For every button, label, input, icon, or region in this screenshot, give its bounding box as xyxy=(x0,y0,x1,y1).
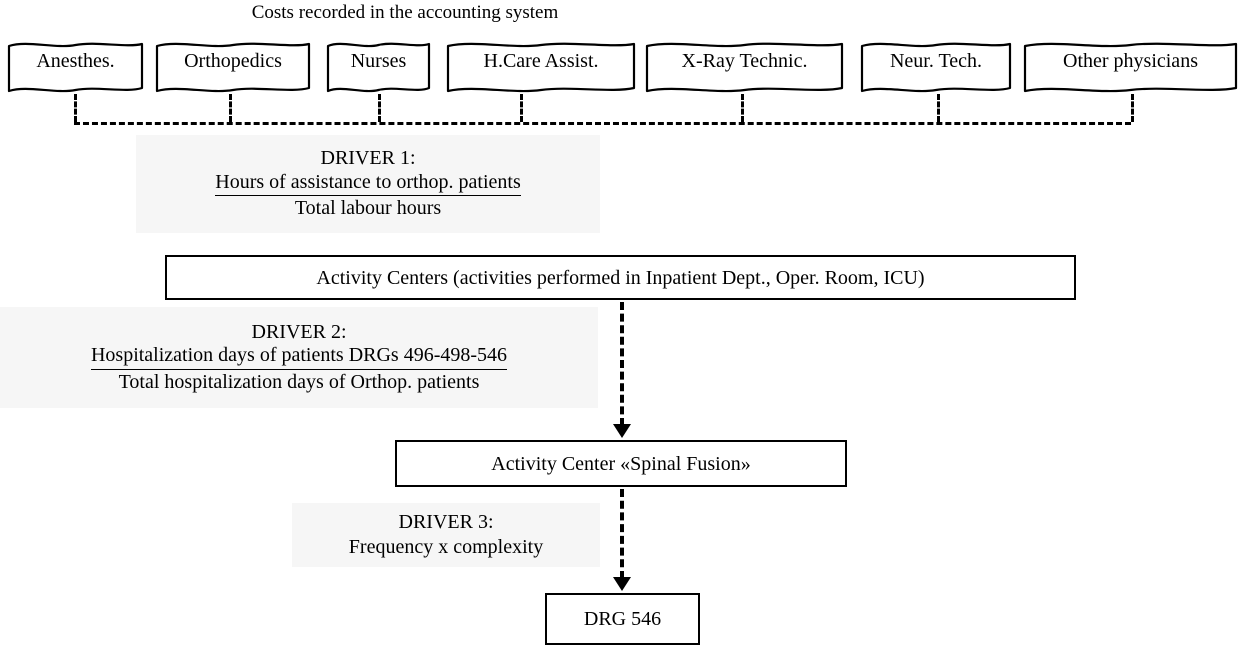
dashed-drop-line-3 xyxy=(378,94,381,122)
cost-box-label: Orthopedics xyxy=(184,50,282,72)
cost-box-orthopedics: Orthopedics xyxy=(155,38,311,94)
arrow-spinal-fusion-to-drg-head xyxy=(613,577,631,591)
cost-box-hcare-assist: H.Care Assist. xyxy=(446,38,636,94)
process-box-drg-546: DRG 546 xyxy=(545,593,700,645)
driver-3-denominator: Frequency x complexity xyxy=(348,535,544,558)
cost-box-label: H.Care Assist. xyxy=(483,50,599,72)
cost-box-label: Neur. Tech. xyxy=(889,50,983,72)
cost-box-other-physicians: Other physicians xyxy=(1023,38,1238,94)
dashed-drop-line-4 xyxy=(520,94,523,122)
driver-1-numerator: Hours of assistance to orthop. patients xyxy=(215,171,521,197)
dashed-drop-line-7 xyxy=(1131,94,1134,122)
arrow-activity-centers-to-spinal-fusion-shaft xyxy=(620,302,624,426)
cost-box-label: Other physicians xyxy=(1063,50,1198,72)
cost-box-x-ray-technic: X-Ray Technic. xyxy=(645,38,844,94)
process-box-activity-center-spinal-fusion: Activity Center «Spinal Fusion» xyxy=(395,440,847,487)
cost-box-neur-tech: Neur. Tech. xyxy=(860,38,1012,94)
process-box-label: Activity Center «Spinal Fusion» xyxy=(491,452,751,475)
cost-box-label: Nurses xyxy=(350,50,407,72)
diagram-title: Costs recorded in the accounting system xyxy=(251,2,559,23)
dashed-drop-line-2 xyxy=(229,94,232,122)
cost-box-nurses: Nurses xyxy=(326,38,431,94)
cost-box-anesthes: Anesthes. xyxy=(7,38,144,94)
dashed-horizontal-bus xyxy=(74,122,1131,125)
driver-2-numerator: Hospitalization days of patients DRGs 49… xyxy=(90,344,508,370)
process-box-activity-centers: Activity Centers (activities performed i… xyxy=(165,255,1076,300)
cost-box-label: Anesthes. xyxy=(36,50,115,72)
driver-1-title: DRIVER 1: xyxy=(320,147,416,170)
dashed-drop-line-6 xyxy=(937,94,940,122)
dashed-drop-line-5 xyxy=(741,94,744,122)
arrow-activity-centers-to-spinal-fusion-head xyxy=(613,424,631,438)
driver-3-title: DRIVER 3: xyxy=(398,510,494,533)
process-box-label: Activity Centers (activities performed i… xyxy=(316,266,925,289)
driver-2-title: DRIVER 2: xyxy=(251,320,347,343)
driver-3-block: DRIVER 3:Frequency x complexity xyxy=(292,503,600,567)
arrow-spinal-fusion-to-drg-shaft xyxy=(620,489,624,579)
dashed-drop-line-1 xyxy=(74,94,77,122)
driver-1-block: DRIVER 1:Hours of assistance to orthop. … xyxy=(136,135,600,233)
process-box-label: DRG 546 xyxy=(583,608,662,630)
driver-2-block: DRIVER 2:Hospitalization days of patient… xyxy=(0,307,598,408)
cost-box-label: X-Ray Technic. xyxy=(681,50,808,72)
driver-1-denominator: Total labour hours xyxy=(294,197,442,220)
driver-2-denominator: Total hospitalization days of Orthop. pa… xyxy=(118,370,480,393)
